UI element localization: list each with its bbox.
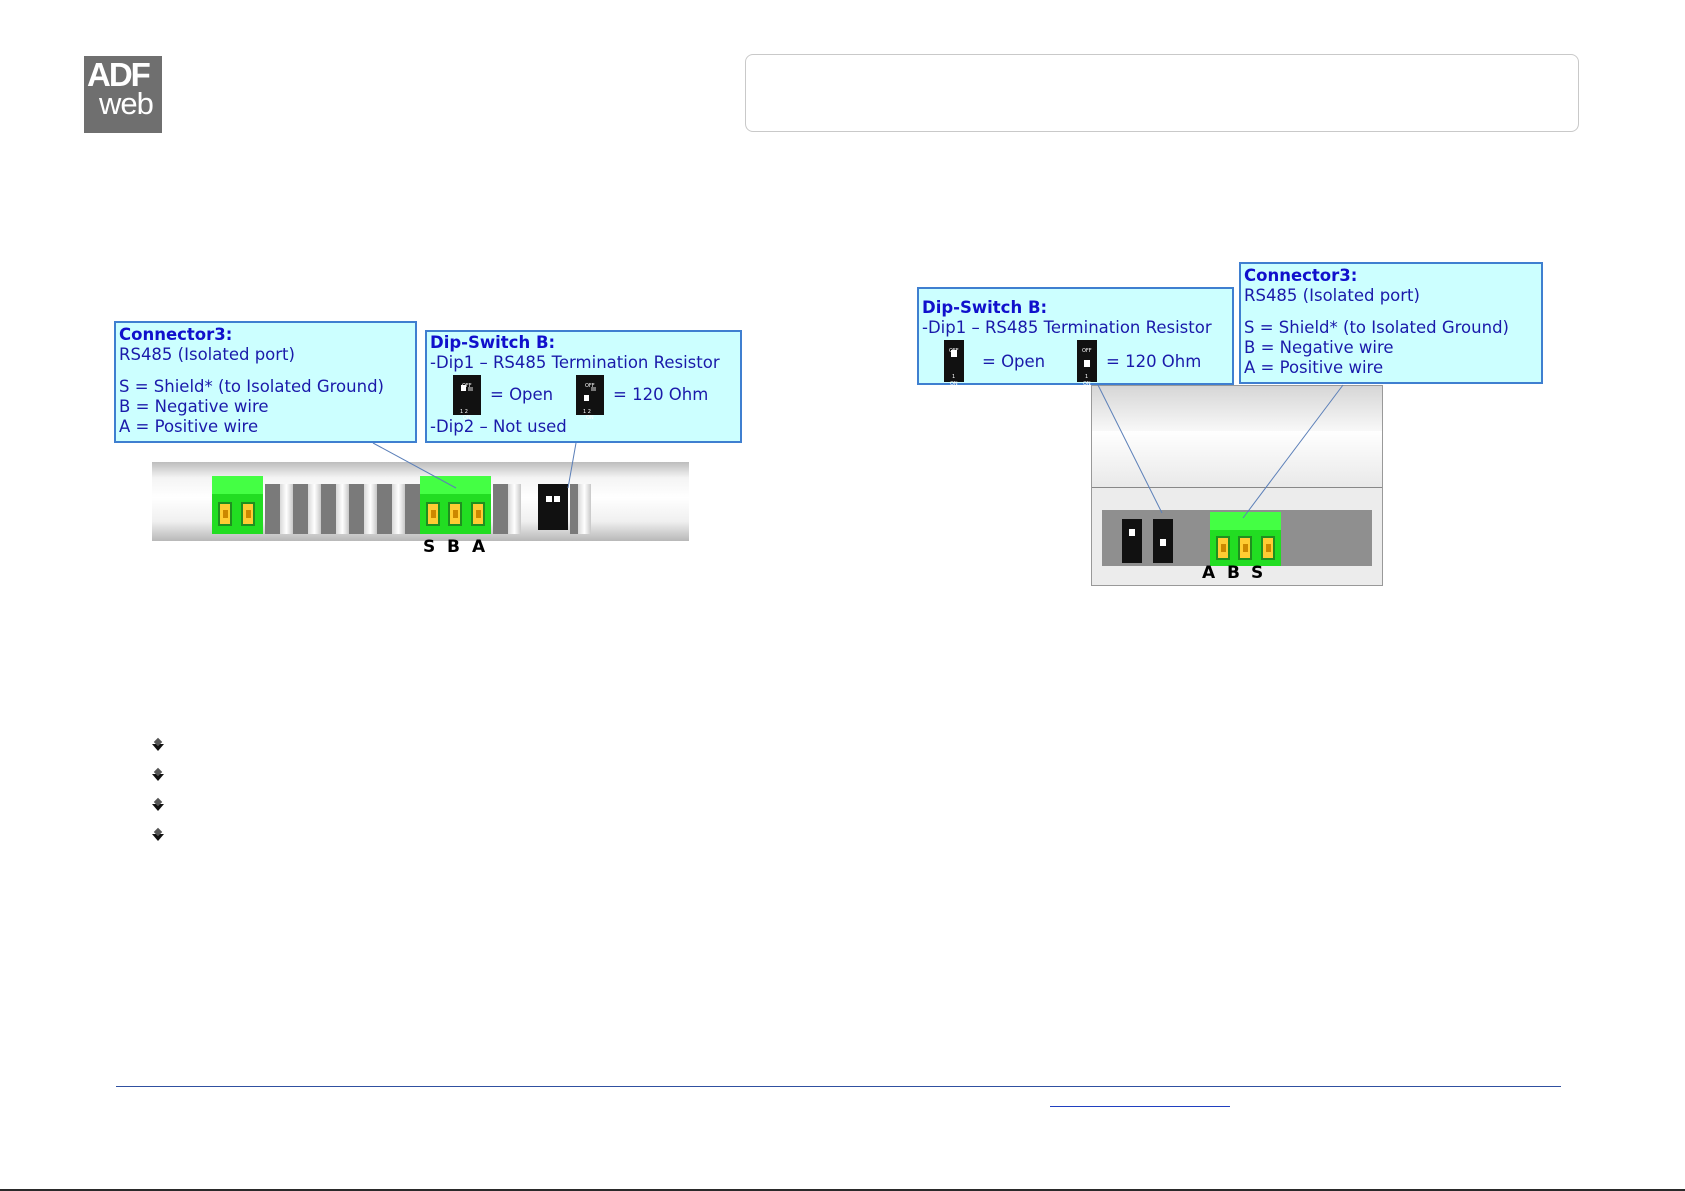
dip-num-label: 1	[952, 374, 956, 380]
connector3-terminal	[1210, 512, 1281, 566]
dip-switch-120ohm-icon: OFF 1 2 ON	[576, 375, 604, 421]
connector3-line: B = Negative wire	[1244, 338, 1394, 357]
connector3-callout-left: Connector3: RS485 (Isolated port) S = Sh…	[114, 321, 417, 443]
page-bottom-border	[0, 1189, 1685, 1191]
dipswitch-line: -Dip2 – Not used	[430, 417, 567, 436]
connector3-line: RS485 (Isolated port)	[1244, 286, 1420, 305]
connector3-terminal	[420, 476, 491, 534]
pin-label-s: S	[1251, 563, 1264, 583]
adfweb-logo: ADF web	[84, 56, 162, 133]
dip-120ohm-label: = 120 Ohm	[613, 385, 709, 404]
dipswitch-callout-left: Dip-Switch B: -Dip1 – RS485 Termination …	[425, 330, 742, 443]
pin-label-s: S	[423, 537, 436, 557]
power-terminal	[212, 476, 263, 534]
dip-off-label: OFF	[1082, 348, 1092, 354]
logo-text-web: web	[99, 86, 154, 121]
connector3-line: S = Shield* (to Isolated Ground)	[119, 377, 384, 396]
dip-off-label: OFF	[585, 383, 595, 389]
dip-open-label: = Open	[490, 385, 554, 404]
dip-switch-open-icon: OFF 1 ON	[944, 340, 964, 387]
connector3-line: B = Negative wire	[119, 397, 269, 416]
dip-on-label: ON	[950, 381, 958, 387]
dip-off-label: OFF	[462, 383, 472, 389]
connector3-line: A = Positive wire	[119, 417, 259, 436]
connector3-callout-right: Connector3: RS485 (Isolated port) S = Sh…	[1239, 262, 1543, 384]
dip-switch-open-icon: OFF 1 2 ON	[453, 375, 481, 421]
dipswitch-title: Dip-Switch B:	[922, 298, 1048, 317]
dip-switch-2	[1153, 519, 1173, 563]
dip-on-label: ON	[1083, 381, 1091, 387]
logo-text-adf: ADF	[87, 56, 151, 93]
footer-link-underline[interactable]	[1050, 1106, 1230, 1107]
dip-switch-b	[538, 484, 568, 530]
connector3-title: Connector3:	[119, 325, 233, 344]
connector3-line: A = Positive wire	[1244, 358, 1384, 377]
pin-label-b: B	[1227, 563, 1240, 583]
dip-switch-120ohm-icon: OFF 1 ON	[1077, 340, 1097, 387]
dip-on-label: ON	[463, 415, 471, 421]
dipswitch-title: Dip-Switch B:	[430, 333, 556, 352]
device-front-view	[1091, 385, 1383, 586]
pin-label-a: A	[1202, 563, 1216, 583]
dip-num-label: 1 2	[583, 409, 591, 415]
dip-120ohm-label: = 120 Ohm	[1106, 352, 1202, 371]
pin-label-b: B	[447, 537, 460, 557]
connector3-line: S = Shield* (to Isolated Ground)	[1244, 318, 1509, 337]
dipswitch-callout-right: Dip-Switch B: -Dip1 – RS485 Termination …	[917, 287, 1234, 387]
dipswitch-line: -Dip1 – RS485 Termination Resistor	[922, 318, 1212, 337]
connector3-title: Connector3:	[1244, 266, 1358, 285]
connector3-line: RS485 (Isolated port)	[119, 345, 295, 364]
dip-num-label: 1	[1085, 374, 1089, 380]
dip-open-label: = Open	[982, 352, 1046, 371]
dip-num-label: 1 2	[460, 409, 468, 415]
pin-label-a: A	[472, 537, 486, 557]
header-title-box	[745, 54, 1579, 132]
dip-switch-1	[1122, 519, 1142, 563]
dipswitch-line: -Dip1 – RS485 Termination Resistor	[430, 353, 720, 372]
dip-on-label: ON	[586, 415, 594, 421]
footer-divider	[116, 1086, 1561, 1087]
device-top-view	[152, 462, 689, 541]
